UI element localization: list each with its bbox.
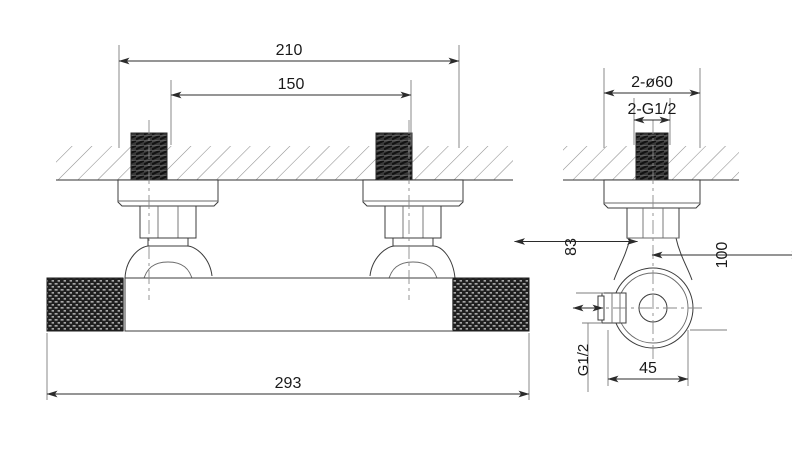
dim-outlet-thread: G1/2 [572, 292, 604, 392]
dim-100: 100 [651, 242, 792, 331]
right-elbow [369, 245, 456, 283]
dim-293: 293 [46, 333, 530, 400]
dim-label-150: 150 [278, 76, 305, 93]
mixer-body-front [124, 277, 456, 332]
left-escutcheon [117, 179, 219, 207]
dim-label-2-d60: 2-ø60 [631, 74, 673, 91]
wall-section-front [56, 146, 513, 181]
dim-label-83: 83 [563, 238, 580, 256]
dim-label-100: 100 [714, 242, 731, 269]
right-knurled-handle [452, 277, 530, 332]
front-view: 210 150 293 [46, 42, 530, 400]
dim-label-g12: G1/2 [575, 344, 592, 377]
dim-45: 45 [607, 330, 689, 386]
side-escutcheon [603, 179, 701, 209]
right-inlet-thread [375, 132, 413, 187]
dim-83: 83 [514, 238, 638, 294]
right-connector-nut [384, 205, 442, 247]
left-elbow [124, 245, 213, 283]
left-connector-nut [139, 205, 197, 247]
dim-label-210: 210 [276, 42, 303, 59]
right-escutcheon [362, 179, 464, 207]
side-view: 2-ø60 2-G1/2 83 100 [514, 68, 792, 392]
side-inlet-thread [635, 132, 669, 187]
dim-label-2-g12: 2-G1/2 [628, 101, 677, 118]
left-knurled-handle [46, 277, 124, 332]
dim-label-293: 293 [275, 375, 302, 392]
dim-escutcheon-diameter: 2-ø60 [603, 68, 701, 148]
dim-inlet-thread: 2-G1/2 [628, 98, 677, 145]
dim-150: 150 [170, 76, 412, 145]
dim-label-45: 45 [639, 360, 657, 377]
dim-210: 210 [118, 42, 460, 148]
